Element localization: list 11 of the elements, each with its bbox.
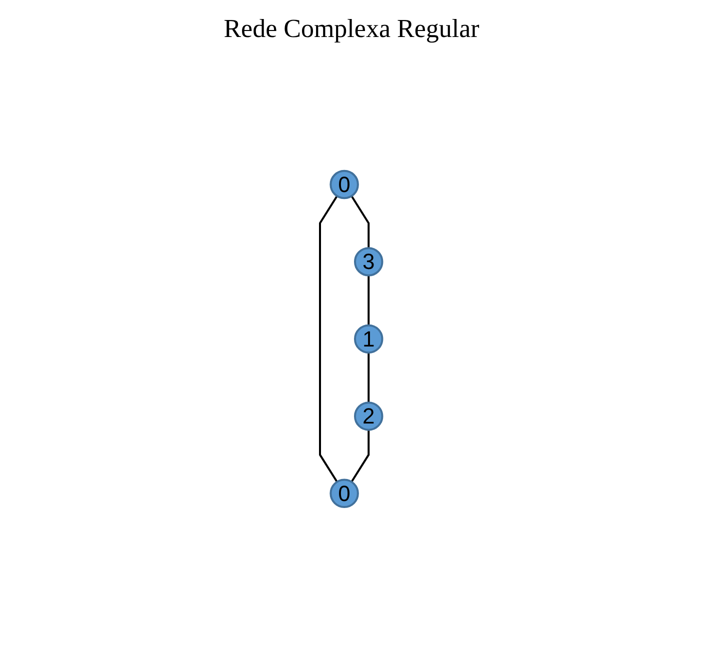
title: Rede Complexa Regular xyxy=(224,14,480,44)
connector xyxy=(351,196,370,248)
node-circle: 0 xyxy=(330,478,360,508)
node-circle: 3 xyxy=(354,247,384,276)
connector xyxy=(319,196,338,482)
connector xyxy=(368,275,370,326)
node-circle: 2 xyxy=(354,402,384,431)
node-circle: 1 xyxy=(354,324,384,354)
connector xyxy=(351,430,370,482)
connector xyxy=(368,352,370,403)
node-circle: 0 xyxy=(330,170,360,200)
